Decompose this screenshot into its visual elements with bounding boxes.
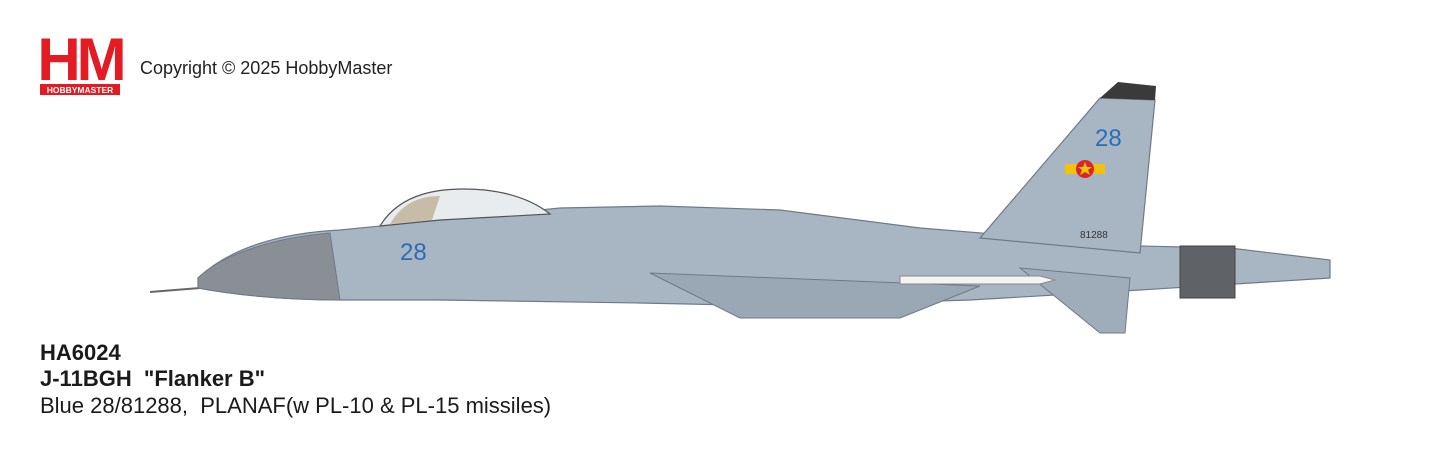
aircraft-profile-illustration: 28 28 81288 — [149, 82, 1331, 334]
logo-letters: HM — [37, 30, 122, 93]
serial-number: 81288 — [1080, 230, 1108, 241]
hobbymaster-logo: HM HOBBYMASTER — [37, 30, 124, 95]
logo-subtext: HOBBYMASTER — [47, 85, 114, 95]
copyright-text: Copyright © 2025 HobbyMaster — [140, 58, 393, 78]
model-name: J-11BGH "Flanker B" — [40, 366, 266, 391]
nose-number: 28 — [400, 239, 427, 266]
missile-pl15 — [899, 275, 1057, 285]
roundel-star — [1065, 160, 1105, 178]
engine-nozzle — [1179, 245, 1236, 299]
model-code: HA6024 — [40, 340, 121, 365]
tail-tip — [1100, 82, 1156, 100]
model-description: Blue 28/81288, PLANAF(w PL-10 & PL-15 mi… — [40, 393, 552, 418]
product-info: HA6024 J-11BGH "Flanker B" Blue 28/81288… — [40, 340, 551, 420]
radome — [197, 232, 341, 301]
tail-number: 28 — [1095, 125, 1122, 152]
vertical-tail — [978, 97, 1156, 254]
